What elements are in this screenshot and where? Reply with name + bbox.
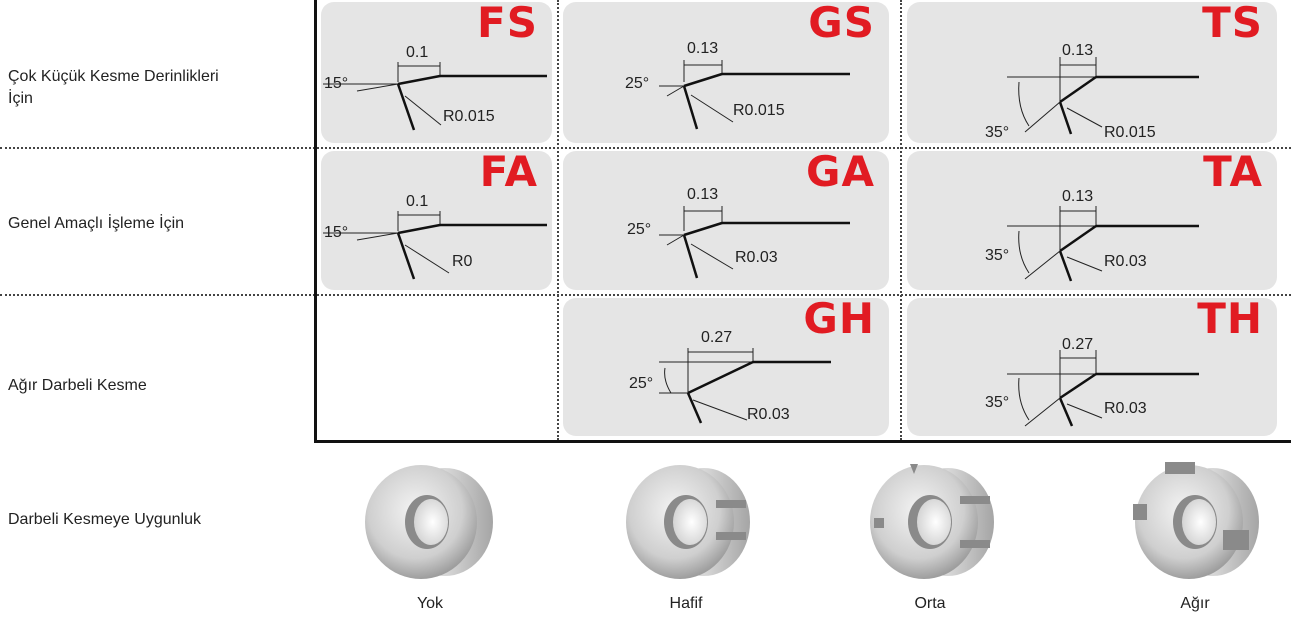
table-left-axis [314,0,317,443]
hone-radius-label: R0.03 [735,249,778,266]
row-label-heavy-interrupted: Ağır Darbeli Kesme [8,377,147,394]
rake-angle-label: 25° [625,75,650,92]
chipbreaker-code: TS [1202,2,1263,47]
edge-cell-gs: 0.13 25° R0.015 GS [563,2,889,143]
edge-geometry-diagram [1007,57,1199,135]
ring-illustration [1133,462,1259,579]
ring-medium [860,460,1010,585]
land-width-label: 0.13 [1062,188,1094,205]
edge-cell-th: 0.27 35° R0.03 TH [907,298,1277,436]
hone-radius-label: R0.03 [1104,400,1147,417]
ring-illustration [365,465,493,579]
edge-cell-fs: 0.1 15° R0.015 FS [321,2,552,143]
rake-angle-label: 35° [985,124,1010,141]
hone-radius-label: R0.015 [733,102,785,119]
chipbreaker-code: GS [808,2,875,47]
row-separator [0,147,1291,149]
table-bottom-axis [314,440,1291,443]
row-label-general-purpose: Genel Amaçlı İşleme İçin [8,215,185,232]
edge-geometry-diagram [659,206,850,279]
edge-cell-ga: 0.13 25° R0.03 GA [563,151,889,290]
edge-cell-fa: 0.1 15° R0 FA [321,151,552,290]
row-label-very-small-depth: Çok Küçük Kesme Derinlikleri İçin [8,66,219,110]
ring-label-heavy: Ağır [1180,595,1210,612]
ring-none [355,460,505,585]
edge-geometry-diagram [659,60,850,130]
edge-geometry-diagram [659,348,831,424]
land-width-label: 0.27 [1062,336,1094,353]
chipbreaker-code: GH [803,298,875,343]
edge-geometry-diagram [323,211,547,280]
column-separator [557,0,559,440]
row-label-line2: İçin [8,90,33,107]
land-width-label: 0.1 [406,44,429,61]
ring-label-medium: Orta [914,595,946,612]
land-width-label: 0.13 [1062,42,1094,59]
chipbreaker-code: TA [1203,151,1263,196]
row-label-line1: Çok Küçük Kesme Derinlikleri [8,68,219,85]
ring-heavy [1125,460,1275,585]
edge-geometry-diagram [1007,350,1199,427]
hone-radius-label: R0 [452,253,473,270]
rake-angle-label: 25° [627,221,652,238]
edge-cell-gh: 0.27 25° R0.03 GH [563,298,889,436]
land-width-label: 0.13 [687,40,719,57]
ring-label-none: Yok [416,595,444,612]
row-label-suitability: Darbeli Kesmeye Uygunluk [8,511,201,528]
land-width-label: 0.13 [687,186,719,203]
hone-radius-label: R0.03 [747,406,790,423]
hone-radius-label: R0.015 [1104,124,1156,141]
chipbreaker-code: FA [479,151,538,196]
land-width-label: 0.27 [701,329,733,346]
hone-radius-label: R0.015 [443,108,495,125]
ring-label-light: Hafif [669,595,703,612]
edge-cell-ta: 0.13 35° R0.03 TA [907,151,1277,290]
ring-illustration [626,465,750,579]
rake-angle-label: 15° [324,75,349,92]
column-separator [900,0,902,440]
rake-angle-label: 15° [324,224,349,241]
edge-geometry-diagram [1007,206,1199,282]
rake-angle-label: 25° [629,375,654,392]
edge-cell-ts: 0.13 35° R0.015 TS [907,2,1277,143]
rake-angle-label: 35° [985,394,1010,411]
ring-illustration [870,464,994,579]
row-separator [0,294,1291,296]
rake-angle-label: 35° [985,247,1010,264]
chipbreaker-code: TH [1197,298,1263,343]
ring-light [616,460,766,585]
land-width-label: 0.1 [406,193,429,210]
edge-geometry-diagram [323,62,547,131]
hone-radius-label: R0.03 [1104,253,1147,270]
chipbreaker-code: FS [477,2,538,47]
chipbreaker-code: GA [806,151,875,196]
